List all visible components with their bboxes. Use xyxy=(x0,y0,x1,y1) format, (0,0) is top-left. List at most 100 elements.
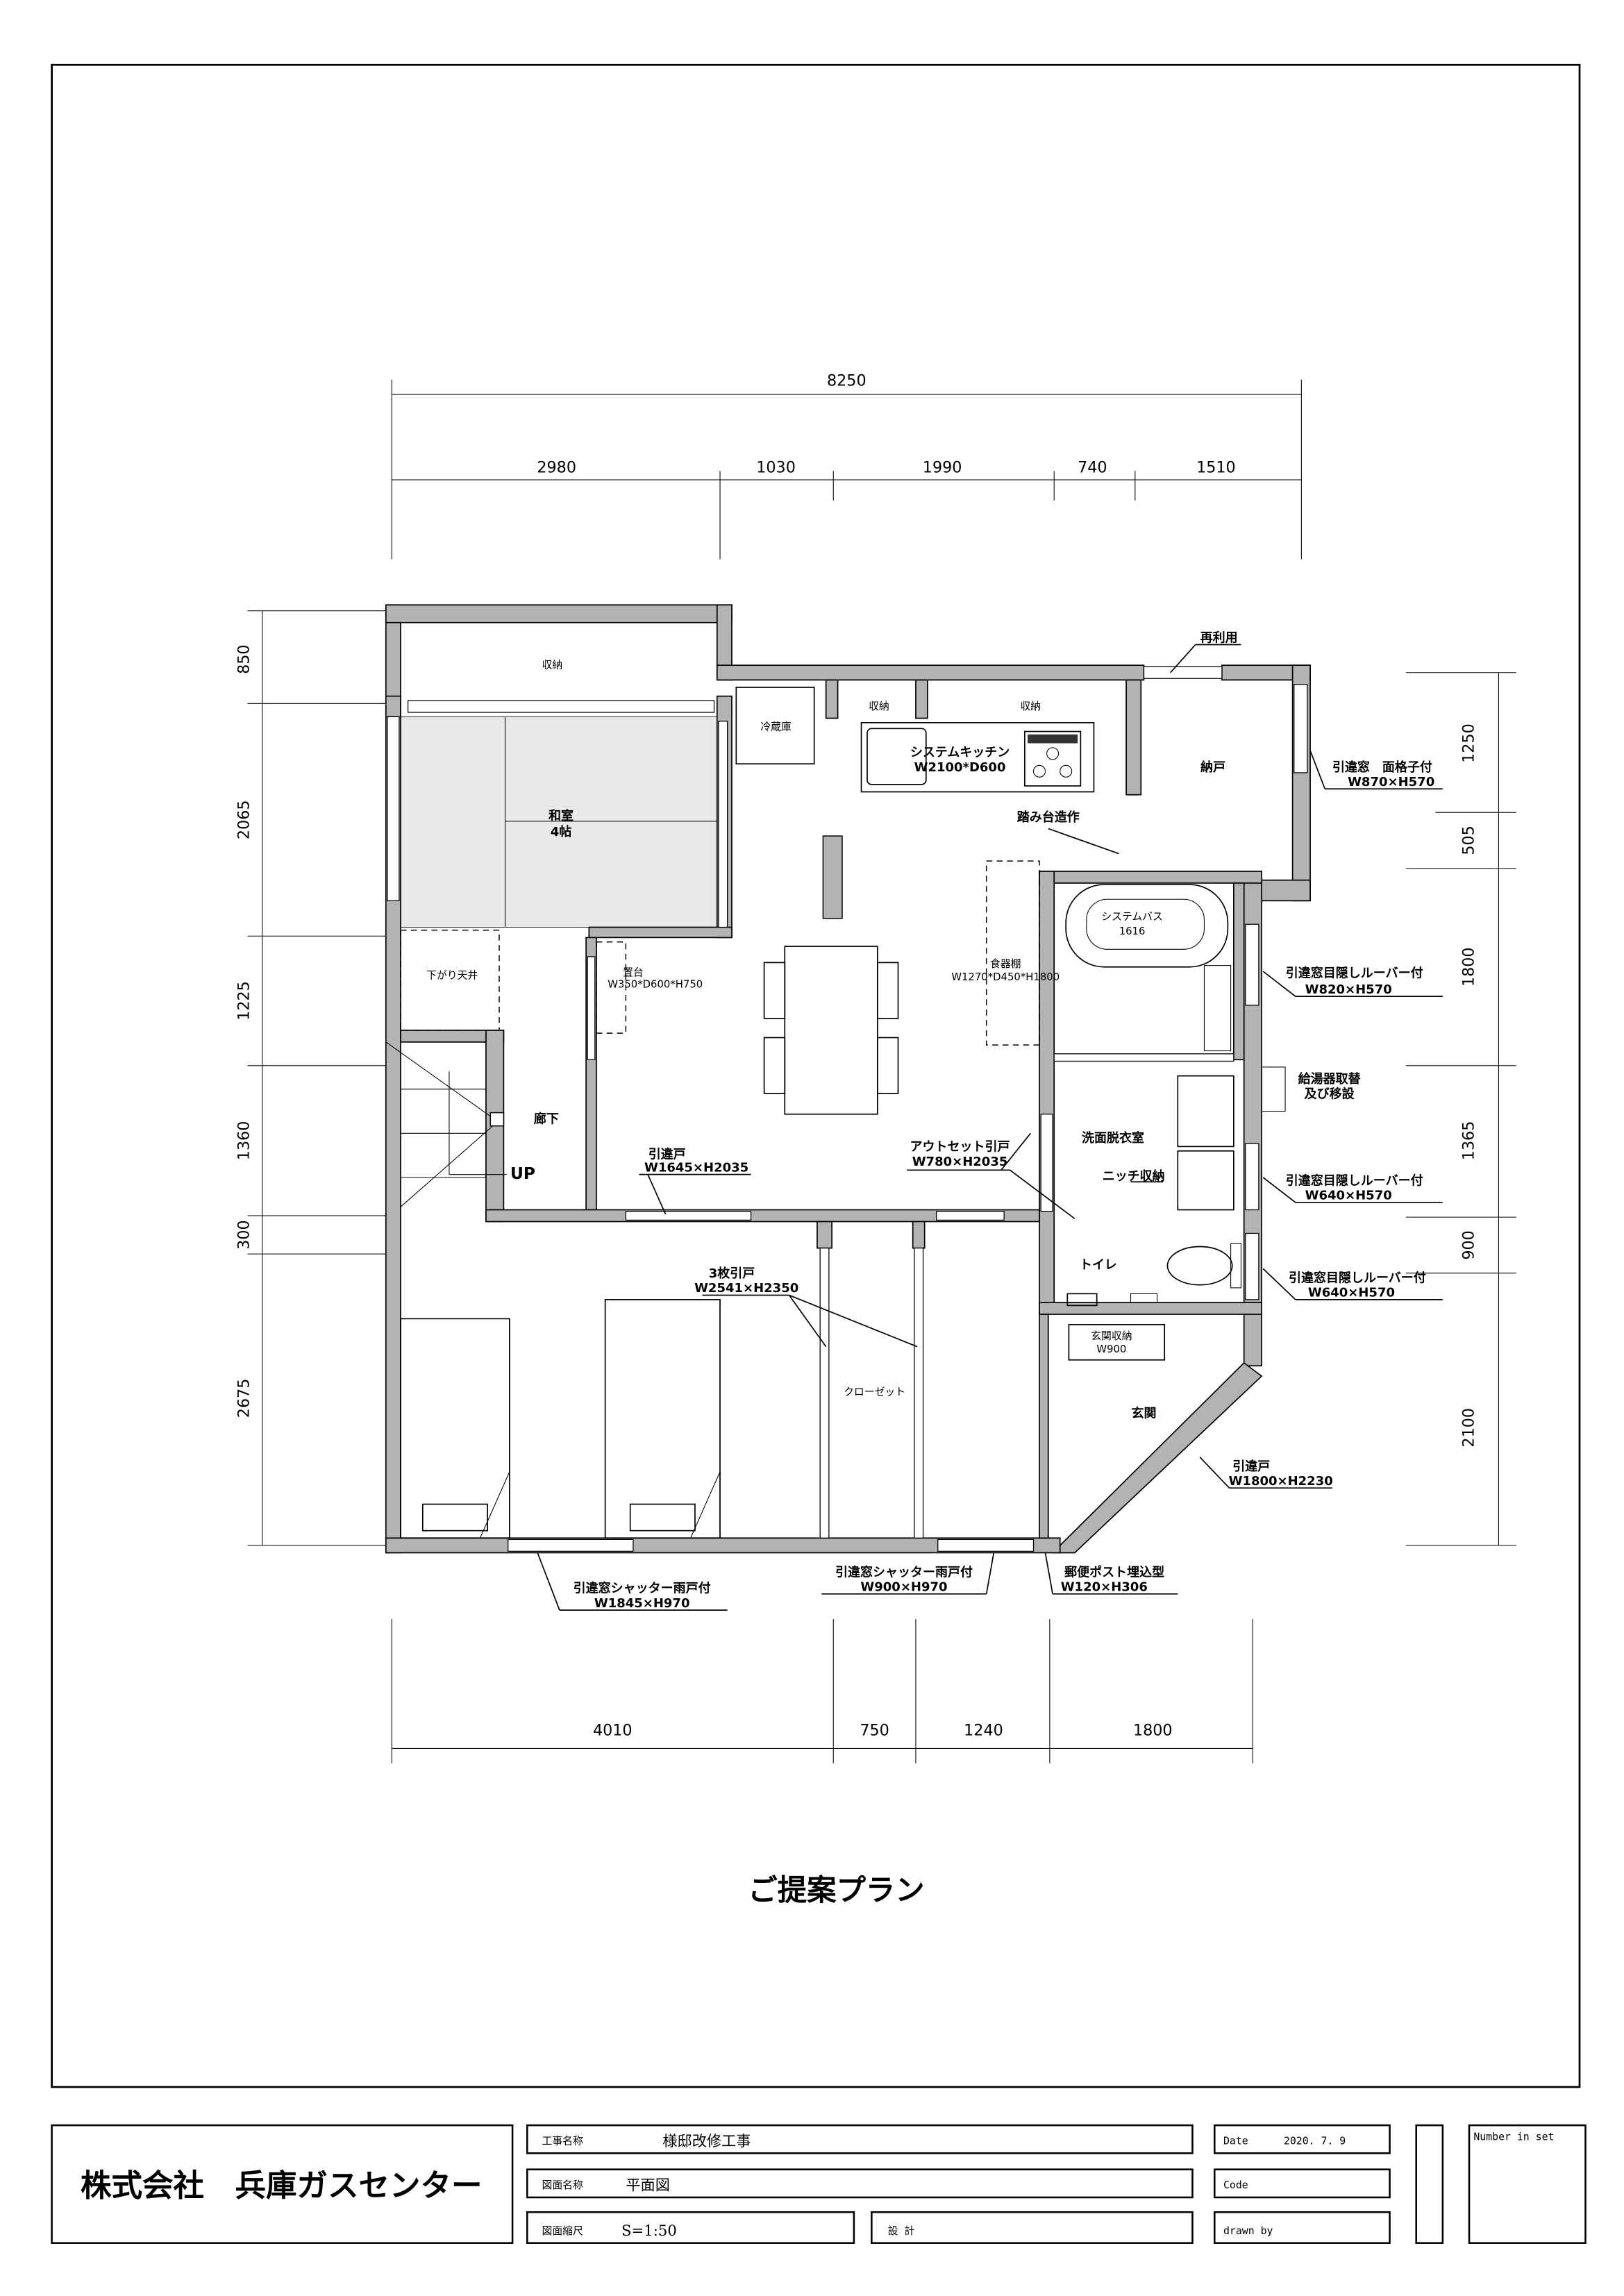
note-win-nando-size: W870×H570 xyxy=(1348,775,1434,789)
note-win-wash-size: W640×H570 xyxy=(1305,1189,1392,1203)
label-okidai-size: W350*D600*H750 xyxy=(608,978,703,990)
label-step: 踏み台造作 xyxy=(1017,810,1080,825)
kitchen-counter xyxy=(860,722,1095,793)
project-label: 工事名称 xyxy=(542,2136,583,2147)
note-win-bottom1: 引違窓シャッター雨戸付 xyxy=(574,1581,711,1596)
door-outset xyxy=(935,1211,1005,1221)
annotations: 再利用 引違戸 W1645×H2035 アウトセット引戸 W780×H2035 … xyxy=(537,630,1443,1611)
dim-right-1: 1250 xyxy=(1459,723,1477,763)
note-door2-size: W780×H2035 xyxy=(912,1155,1008,1169)
dim-top-5: 1510 xyxy=(1196,458,1236,476)
dining-table xyxy=(784,946,878,1115)
dim-right-4: 1365 xyxy=(1459,1121,1477,1161)
dim-left-6: 2675 xyxy=(235,1379,253,1418)
label-okidai: 置台 xyxy=(623,966,644,978)
note-door3-size: W2541×H2350 xyxy=(694,1281,798,1296)
washroom-door xyxy=(1040,1114,1053,1212)
door-hall xyxy=(625,1211,752,1221)
drawing-name-value: 平面図 xyxy=(626,2176,670,2193)
label-kitchen-size: W2100*D600 xyxy=(914,760,1006,775)
label-washitsu: 和室 xyxy=(549,808,574,823)
label-fridge: 冷蔵庫 xyxy=(760,721,792,732)
company-name: 株式会社 兵庫ガスセンター xyxy=(81,2168,483,2204)
dim-top-3: 1990 xyxy=(923,458,962,476)
note-win-bottom2-size: W900×H970 xyxy=(860,1580,947,1595)
label-niche: ニッチ収納 xyxy=(1103,1168,1165,1184)
window-closet xyxy=(937,1539,1035,1552)
note-door3: 3枚引戸 xyxy=(709,1266,755,1281)
openings xyxy=(387,666,1308,1552)
number-in-set-label: Number in set xyxy=(1473,2131,1554,2143)
project-value: 様邸改修工事 xyxy=(662,2132,751,2150)
window-bath xyxy=(1245,923,1259,1006)
note-win-wash: 引違窓目隠しルーバー付 xyxy=(1286,1173,1423,1188)
dim-right-6: 2100 xyxy=(1459,1408,1477,1448)
fusuma-storage xyxy=(407,700,715,713)
label-washitsu-size: 4帖 xyxy=(551,824,572,839)
window-toilet xyxy=(1245,1232,1259,1300)
date-label: Date xyxy=(1223,2136,1248,2147)
dim-bottom-3: 1240 xyxy=(964,1721,1003,1739)
note-door1-size: W1645×H2035 xyxy=(644,1160,748,1175)
cooktop xyxy=(1023,730,1082,787)
washitsu-tatami xyxy=(400,716,718,928)
column xyxy=(822,835,843,919)
label-storage-a: 収納 xyxy=(869,701,889,712)
dim-total-width: 8250 xyxy=(827,371,867,389)
washbasin xyxy=(1177,1075,1234,1148)
label-genkan: 玄関 xyxy=(1132,1405,1157,1421)
left-dimensions: 850 2065 1225 1360 300 2675 xyxy=(235,610,386,1546)
design-label: 設 計 xyxy=(888,2225,915,2237)
window-washitsu-west xyxy=(387,716,400,901)
label-storage-top: 収納 xyxy=(542,659,563,671)
note-win-bottom2: 引違窓シャッター雨戸付 xyxy=(835,1564,973,1579)
fixtures xyxy=(385,687,1241,1539)
label-corridor: 廊下 xyxy=(534,1111,559,1126)
right-dimensions: 1250 505 1800 1365 900 2100 xyxy=(1405,672,1516,1546)
window-wash xyxy=(1245,1143,1259,1211)
note-win-bath-size: W820×H570 xyxy=(1305,982,1392,997)
dim-right-5: 900 xyxy=(1459,1230,1477,1259)
note-win-bottom1-size: W1845×H970 xyxy=(594,1596,690,1611)
okidai xyxy=(596,941,627,1034)
label-toilet: トイレ xyxy=(1080,1257,1117,1272)
fridge xyxy=(735,687,815,765)
dim-top-2: 1030 xyxy=(756,458,796,476)
label-closet: クローゼット xyxy=(844,1386,905,1398)
note-win-bath: 引違窓目隠しルーバー付 xyxy=(1286,966,1423,981)
note-win-nando: 引違窓 面格子付 xyxy=(1332,760,1432,775)
note-heater-2: 及び移設 xyxy=(1305,1086,1355,1101)
dim-top-1: 2980 xyxy=(537,458,576,476)
note-win-toilet-size: W640×H570 xyxy=(1308,1286,1395,1300)
label-storage-b: 収納 xyxy=(1020,701,1041,712)
dish-shelf xyxy=(985,860,1040,1046)
label-genkan-storage-size: W900 xyxy=(1096,1343,1126,1355)
dim-right-3: 1800 xyxy=(1459,947,1477,987)
note-mailbox-size: W120×H306 xyxy=(1061,1580,1148,1595)
note-door2: アウトセット引戸 xyxy=(910,1140,1010,1155)
washer xyxy=(1177,1150,1234,1211)
label-dish-shelf: 食器棚 xyxy=(990,958,1021,970)
bottom-dimensions: 4010 750 1240 1800 xyxy=(391,1618,1253,1763)
title-block: 株式会社 兵庫ガスセンター 工事名称 様邸改修工事 図面名称 平面図 図面縮尺 … xyxy=(51,2124,1587,2244)
lowered-ceiling-area xyxy=(400,930,500,1031)
dim-top-4: 740 xyxy=(1078,458,1107,476)
note-reuse: 再利用 xyxy=(1200,630,1238,645)
bath-door xyxy=(1053,1053,1234,1062)
label-dish-shelf-size: W1270*D450*H1800 xyxy=(951,971,1060,983)
note-entry-door-size: W1800×H2230 xyxy=(1229,1474,1333,1489)
bed-2 xyxy=(604,1298,721,1539)
window-bedroom xyxy=(508,1539,634,1552)
company-box xyxy=(51,2124,514,2244)
label-nando: 納戸 xyxy=(1200,760,1225,775)
label-bath: システムバス xyxy=(1101,911,1163,923)
dim-left-3: 1225 xyxy=(235,981,253,1021)
label-bath-size: 1616 xyxy=(1119,925,1146,937)
bathtub xyxy=(1065,884,1229,968)
dim-bottom-4: 1800 xyxy=(1133,1721,1173,1739)
label-up: UP xyxy=(510,1164,535,1183)
dim-left-5: 300 xyxy=(235,1220,253,1249)
note-door1: 引違戸 xyxy=(648,1146,686,1162)
dim-bottom-2: 750 xyxy=(860,1721,889,1739)
